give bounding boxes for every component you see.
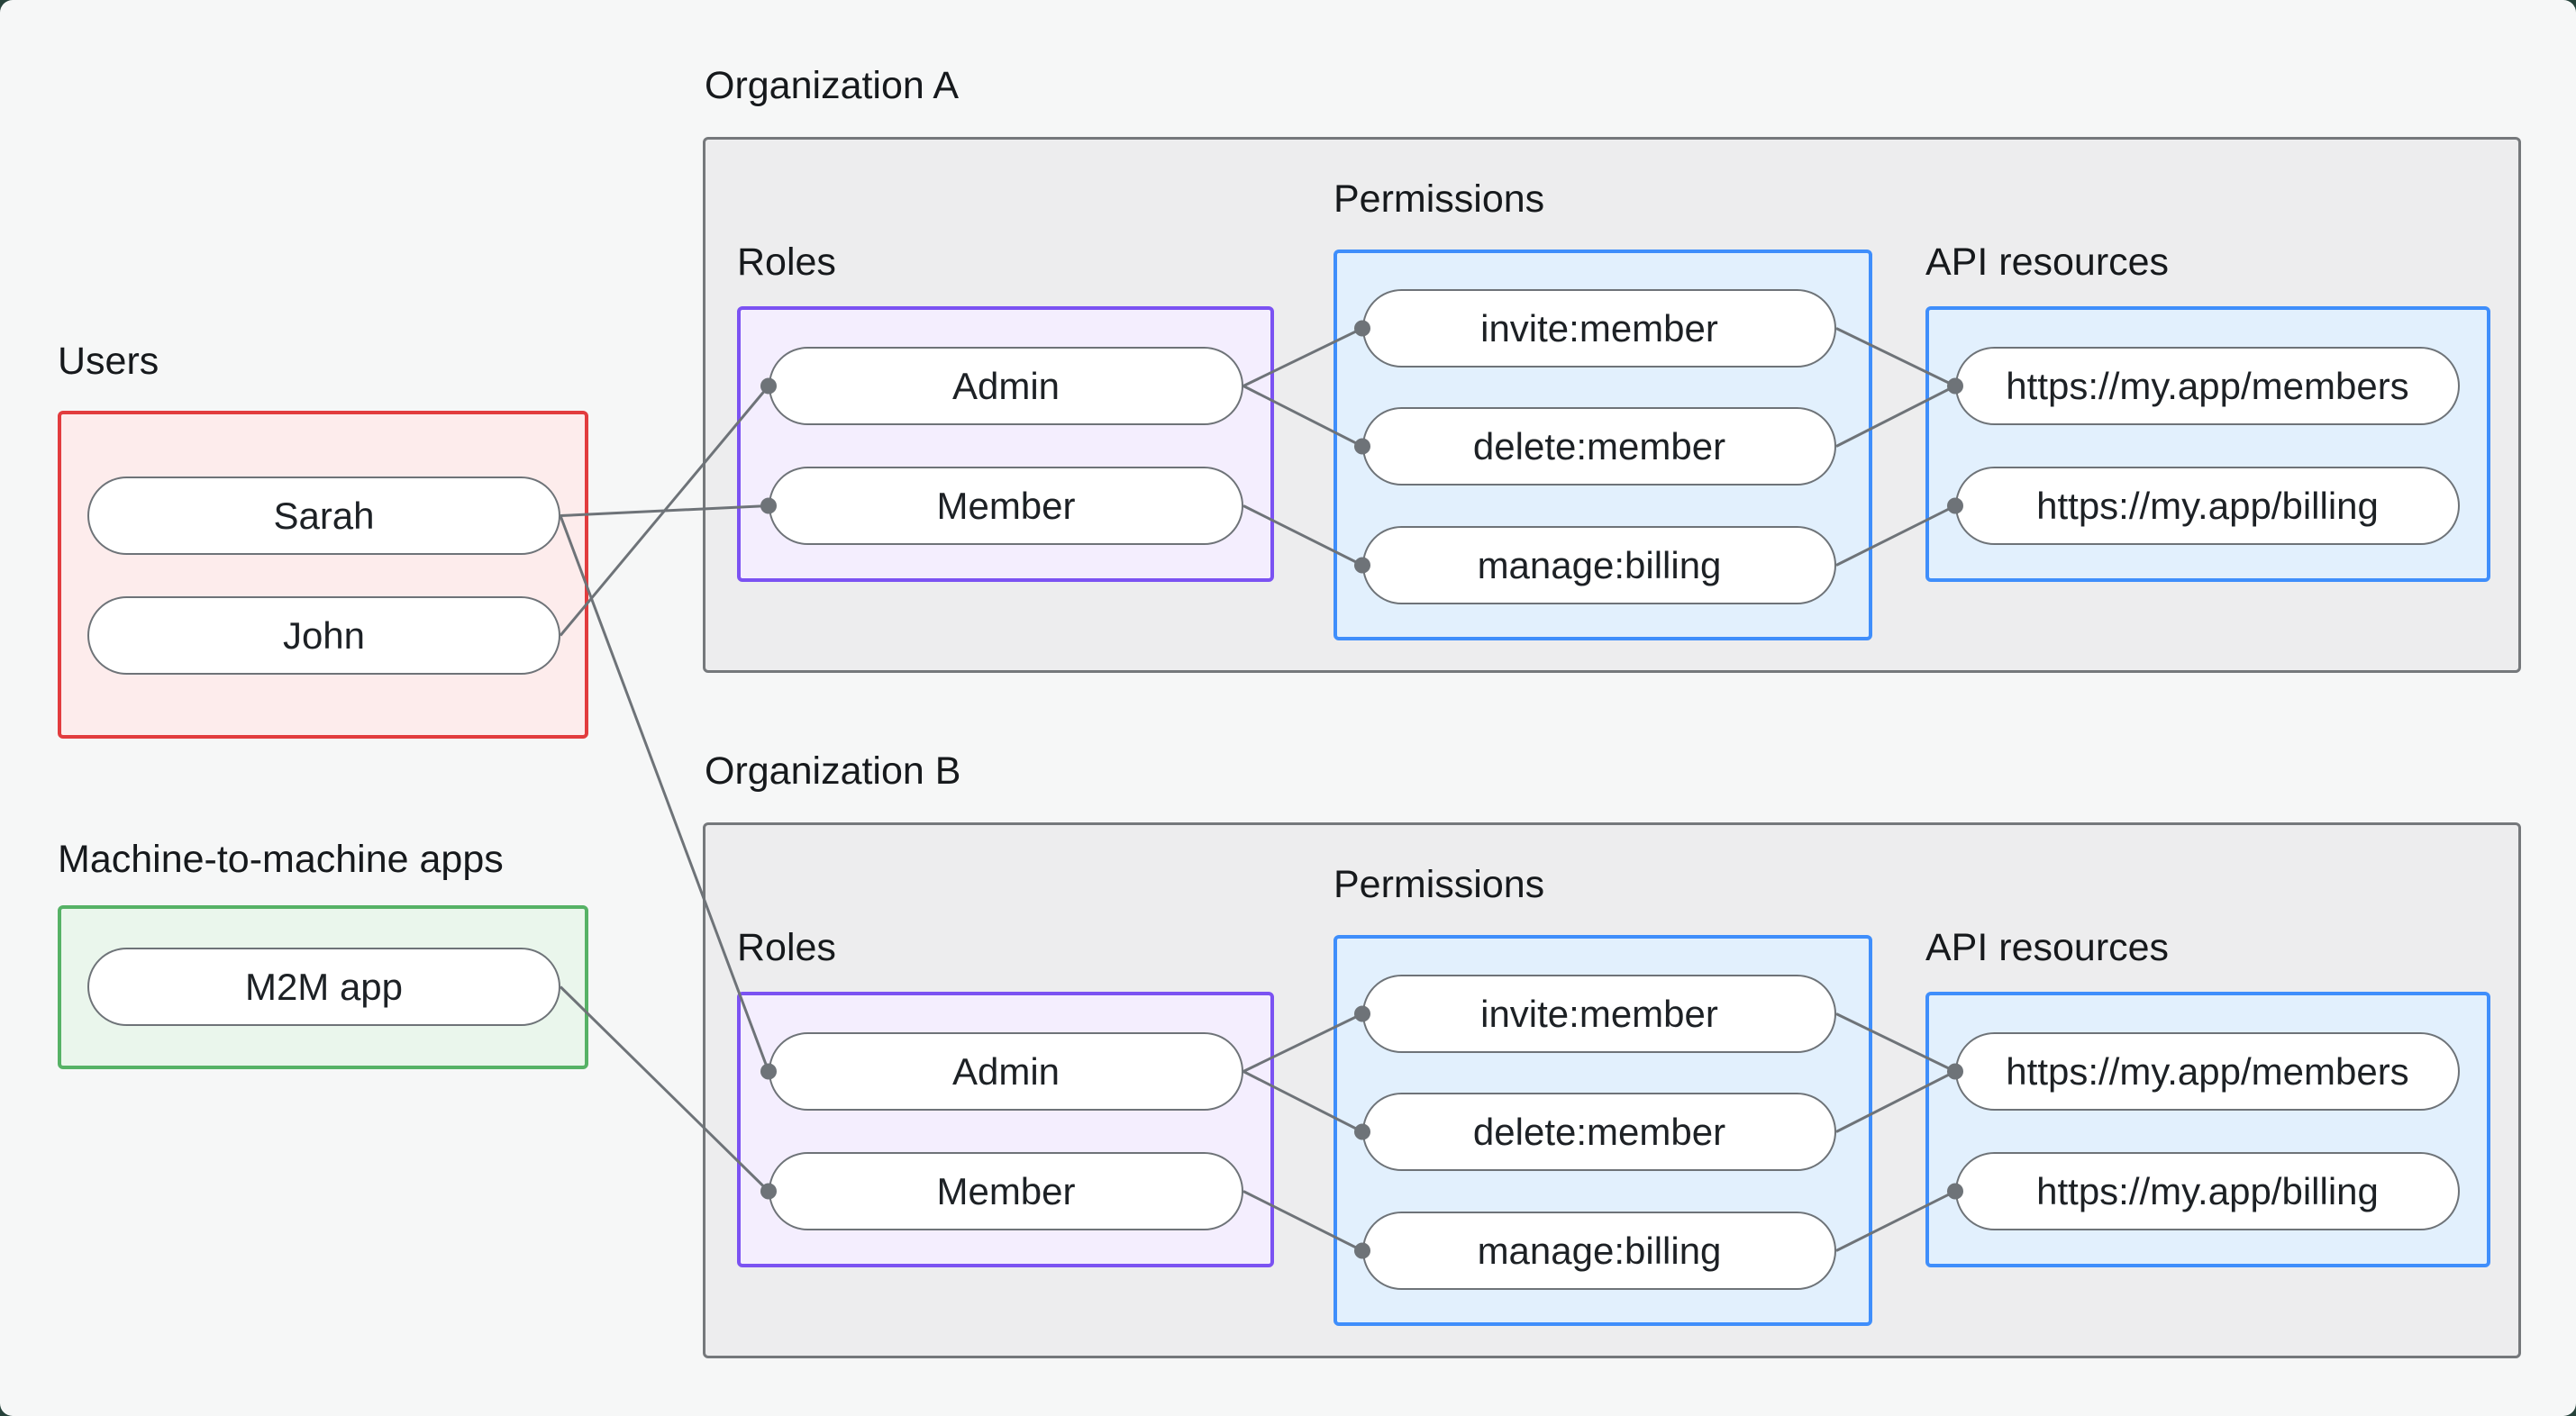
org-a-api-label: API resources bbox=[1925, 241, 2170, 284]
org-b-permission-manage: manage:billing bbox=[1362, 1212, 1836, 1290]
m2m-app-node: M2M app bbox=[87, 948, 560, 1026]
users-section-label: Users bbox=[58, 340, 159, 383]
org-b-permission-invite: invite:member bbox=[1362, 975, 1836, 1053]
org-b-api-members: https://my.app/members bbox=[1955, 1032, 2460, 1111]
org-b-permissions-label: Permissions bbox=[1334, 863, 1545, 906]
org-a-api-billing: https://my.app/billing bbox=[1955, 467, 2460, 545]
org-b-role-admin: Admin bbox=[769, 1032, 1243, 1111]
org-b-label: Organization B bbox=[705, 749, 961, 793]
org-a-permission-manage: manage:billing bbox=[1362, 526, 1836, 604]
users-group-box bbox=[58, 411, 588, 739]
user-node-sarah: Sarah bbox=[87, 477, 560, 555]
user-node-john: John bbox=[87, 596, 560, 675]
org-a-roles-label: Roles bbox=[737, 241, 836, 284]
org-b-role-member: Member bbox=[769, 1152, 1243, 1230]
org-a-permission-delete: delete:member bbox=[1362, 407, 1836, 486]
org-b-api-label: API resources bbox=[1925, 926, 2170, 969]
org-a-permission-invite: invite:member bbox=[1362, 289, 1836, 368]
org-b-api-billing: https://my.app/billing bbox=[1955, 1152, 2460, 1230]
org-a-permissions-label: Permissions bbox=[1334, 177, 1545, 221]
org-b-roles-label: Roles bbox=[737, 926, 836, 969]
org-a-label: Organization A bbox=[705, 64, 960, 107]
org-a-role-member: Member bbox=[769, 467, 1243, 545]
org-a-role-admin: Admin bbox=[769, 347, 1243, 425]
org-b-permission-delete: delete:member bbox=[1362, 1093, 1836, 1171]
org-a-api-members: https://my.app/members bbox=[1955, 347, 2460, 425]
m2m-section-label: Machine-to-machine apps bbox=[58, 838, 504, 881]
